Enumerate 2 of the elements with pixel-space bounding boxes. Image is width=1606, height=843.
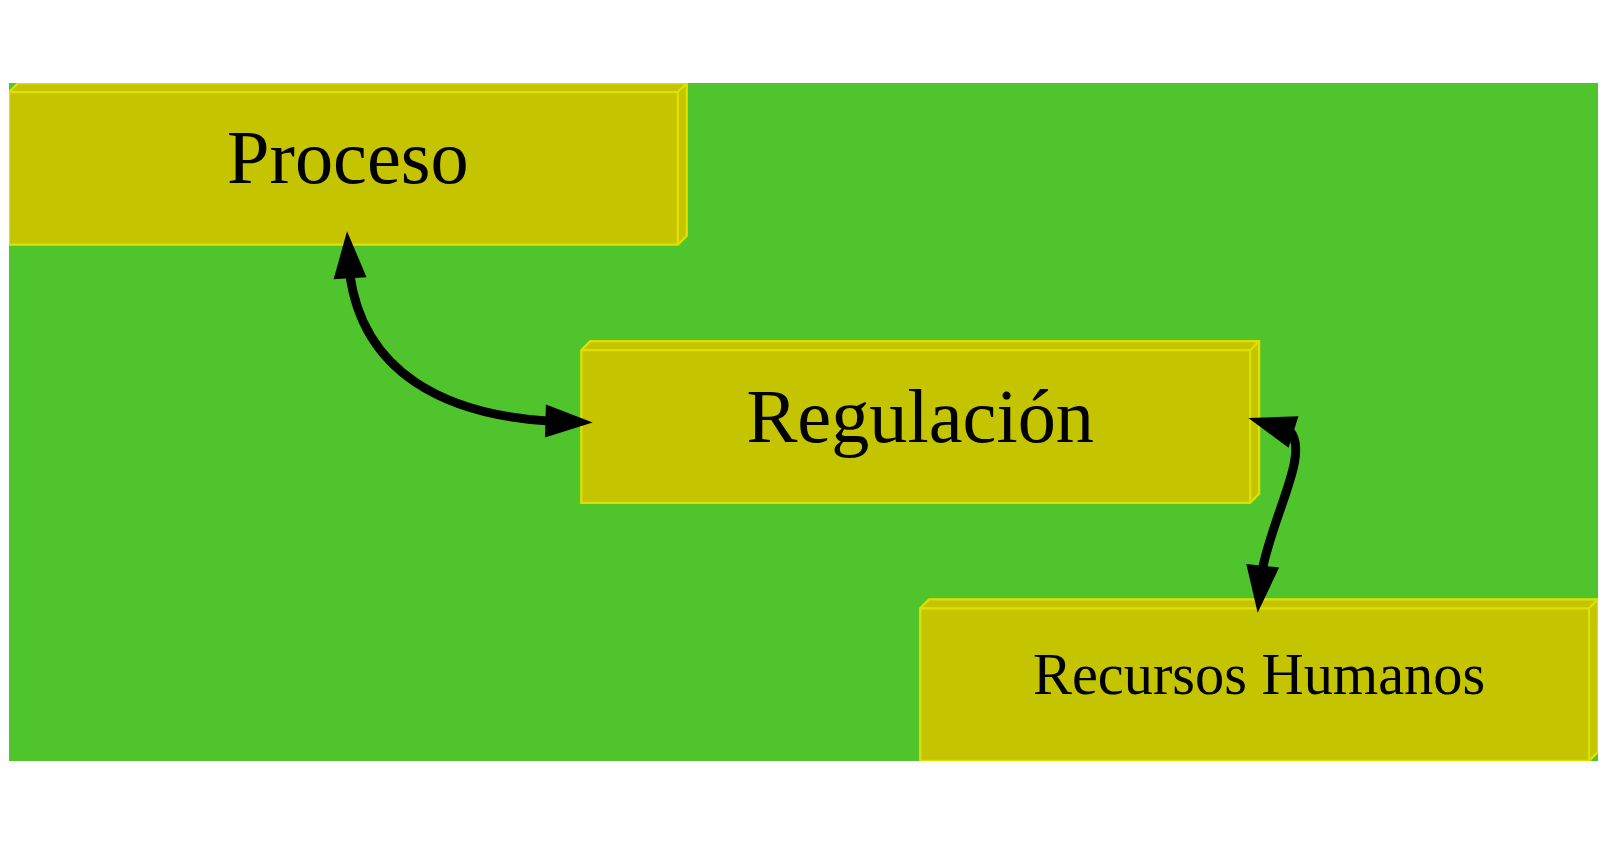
arrow [333, 230, 593, 438]
arrow [1245, 415, 1300, 613]
